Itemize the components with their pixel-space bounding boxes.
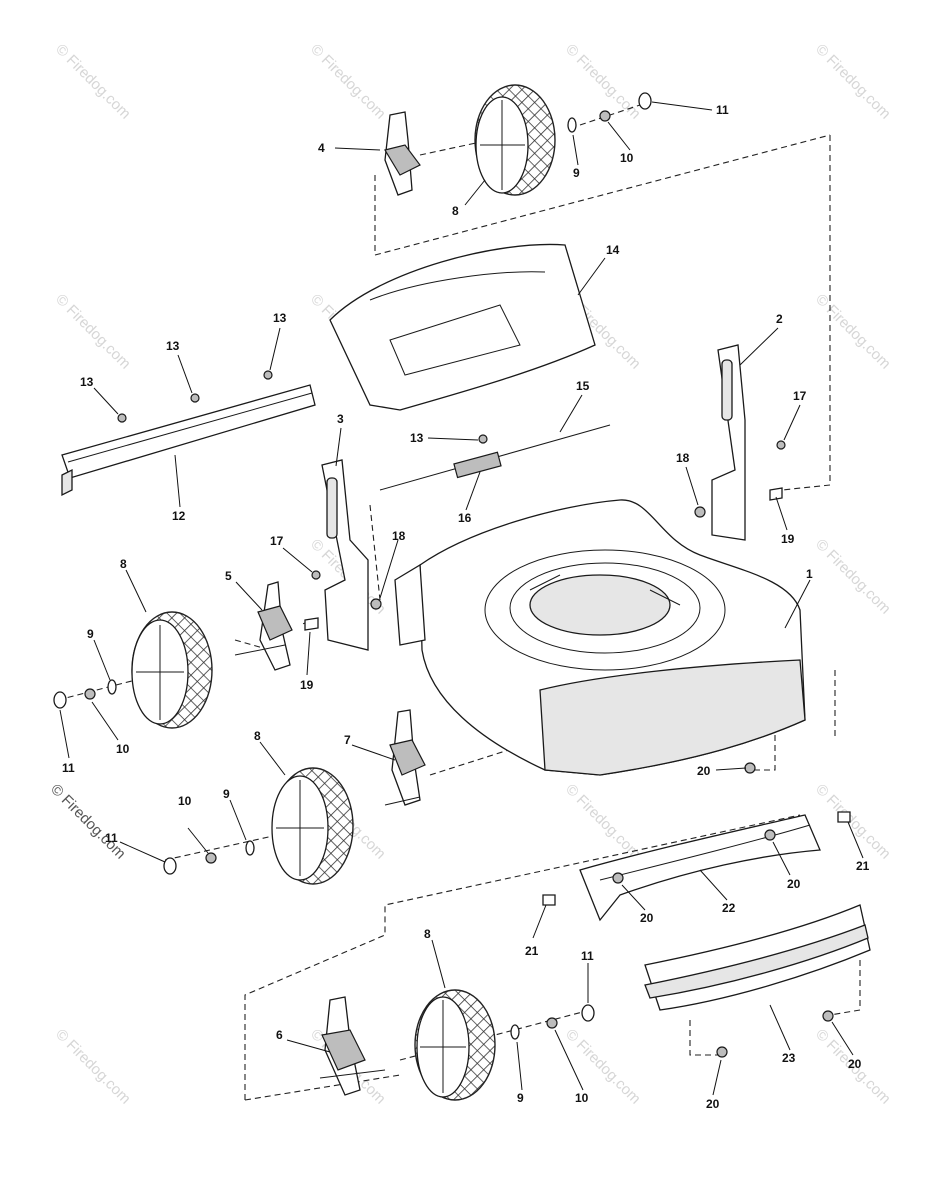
callout-2: 2 [776, 312, 783, 326]
callout-23: 23 [782, 1051, 796, 1065]
wheel-left-lower [271, 767, 354, 885]
callout-8: 8 [254, 729, 261, 743]
callout-22: 22 [722, 901, 736, 915]
watermark: © Firedog.com [812, 41, 894, 123]
callout-18: 18 [392, 529, 406, 543]
mower-deck [394, 499, 806, 776]
callout-5: 5 [225, 569, 232, 583]
callout-16: 16 [458, 511, 472, 525]
callout-21: 21 [525, 944, 539, 958]
callout-10: 10 [178, 794, 192, 808]
callout-10: 10 [620, 151, 634, 165]
height-adjust-bracket-left [321, 459, 369, 651]
callout-14: 14 [606, 243, 620, 257]
watermark-side: © Firedog.com [47, 781, 129, 863]
callout-20: 20 [848, 1057, 862, 1071]
callout-9: 9 [573, 166, 580, 180]
rear-flap [579, 814, 821, 922]
callout-15: 15 [576, 379, 590, 393]
callout-18: 18 [676, 451, 690, 465]
callout-20: 20 [697, 764, 711, 778]
callout-7: 7 [344, 733, 351, 747]
watermark: © Firedog.com [52, 41, 134, 123]
callout-13: 13 [410, 431, 424, 445]
callout-20: 20 [706, 1097, 720, 1111]
callout-6: 6 [276, 1028, 283, 1042]
watermark: © Firedog.com [562, 41, 644, 123]
wheel-adjuster-5 [234, 581, 293, 671]
watermark: © Firedog.com [52, 1026, 134, 1108]
callout-13: 13 [80, 375, 94, 389]
callout-11: 11 [105, 831, 118, 845]
watermark: © Firedog.com [812, 291, 894, 373]
wheel-adjuster-7 [384, 709, 426, 806]
callout-9: 9 [87, 627, 94, 641]
callout-21: 21 [856, 859, 870, 873]
callout-9: 9 [223, 787, 230, 801]
callout-19: 19 [300, 678, 314, 692]
callout-17: 17 [793, 389, 807, 403]
callout-1: 1 [806, 567, 813, 581]
hardware [53, 92, 851, 1058]
callout-8: 8 [120, 557, 127, 571]
watermark: © Firedog.com [562, 781, 644, 863]
watermark: © Firedog.com [812, 536, 894, 618]
wheel-adjuster-6 [319, 996, 386, 1096]
watermark: © Firedog.com [307, 41, 389, 123]
callout-11: 11 [581, 949, 594, 963]
front-baffle [644, 904, 871, 1011]
callout-8: 8 [452, 204, 459, 218]
callout-17: 17 [270, 534, 284, 548]
height-adjust-bracket-right [711, 344, 746, 541]
rear-rod [379, 424, 611, 491]
callout-11: 11 [716, 103, 729, 117]
watermark: © Firedog.com [812, 781, 894, 863]
rear-cover [329, 243, 596, 411]
callout-10: 10 [116, 742, 130, 756]
callout-13: 13 [273, 311, 287, 325]
callout-4: 4 [318, 141, 325, 155]
callout-8: 8 [424, 927, 431, 941]
leader-lines [59, 101, 864, 1096]
wheel-adjuster-4 [384, 111, 421, 196]
callout-13: 13 [166, 339, 180, 353]
callout-19: 19 [781, 532, 795, 546]
callout-20: 20 [640, 911, 654, 925]
callout-20: 20 [787, 877, 801, 891]
callout-3: 3 [337, 412, 344, 426]
callout-12: 12 [172, 509, 186, 523]
callout-11: 11 [62, 761, 75, 775]
wheel-top [474, 84, 556, 196]
watermark: © Firedog.com [52, 291, 134, 373]
callout-9: 9 [517, 1091, 524, 1105]
wheel-left-upper [131, 611, 213, 729]
callout-10: 10 [575, 1091, 589, 1105]
wheel-bottom [414, 989, 496, 1101]
callout-labels: 4 8 9 10 11 14 2 17 18 19 15 13 16 3 13 … [62, 103, 870, 1111]
rear-baffle-rail [61, 384, 316, 497]
